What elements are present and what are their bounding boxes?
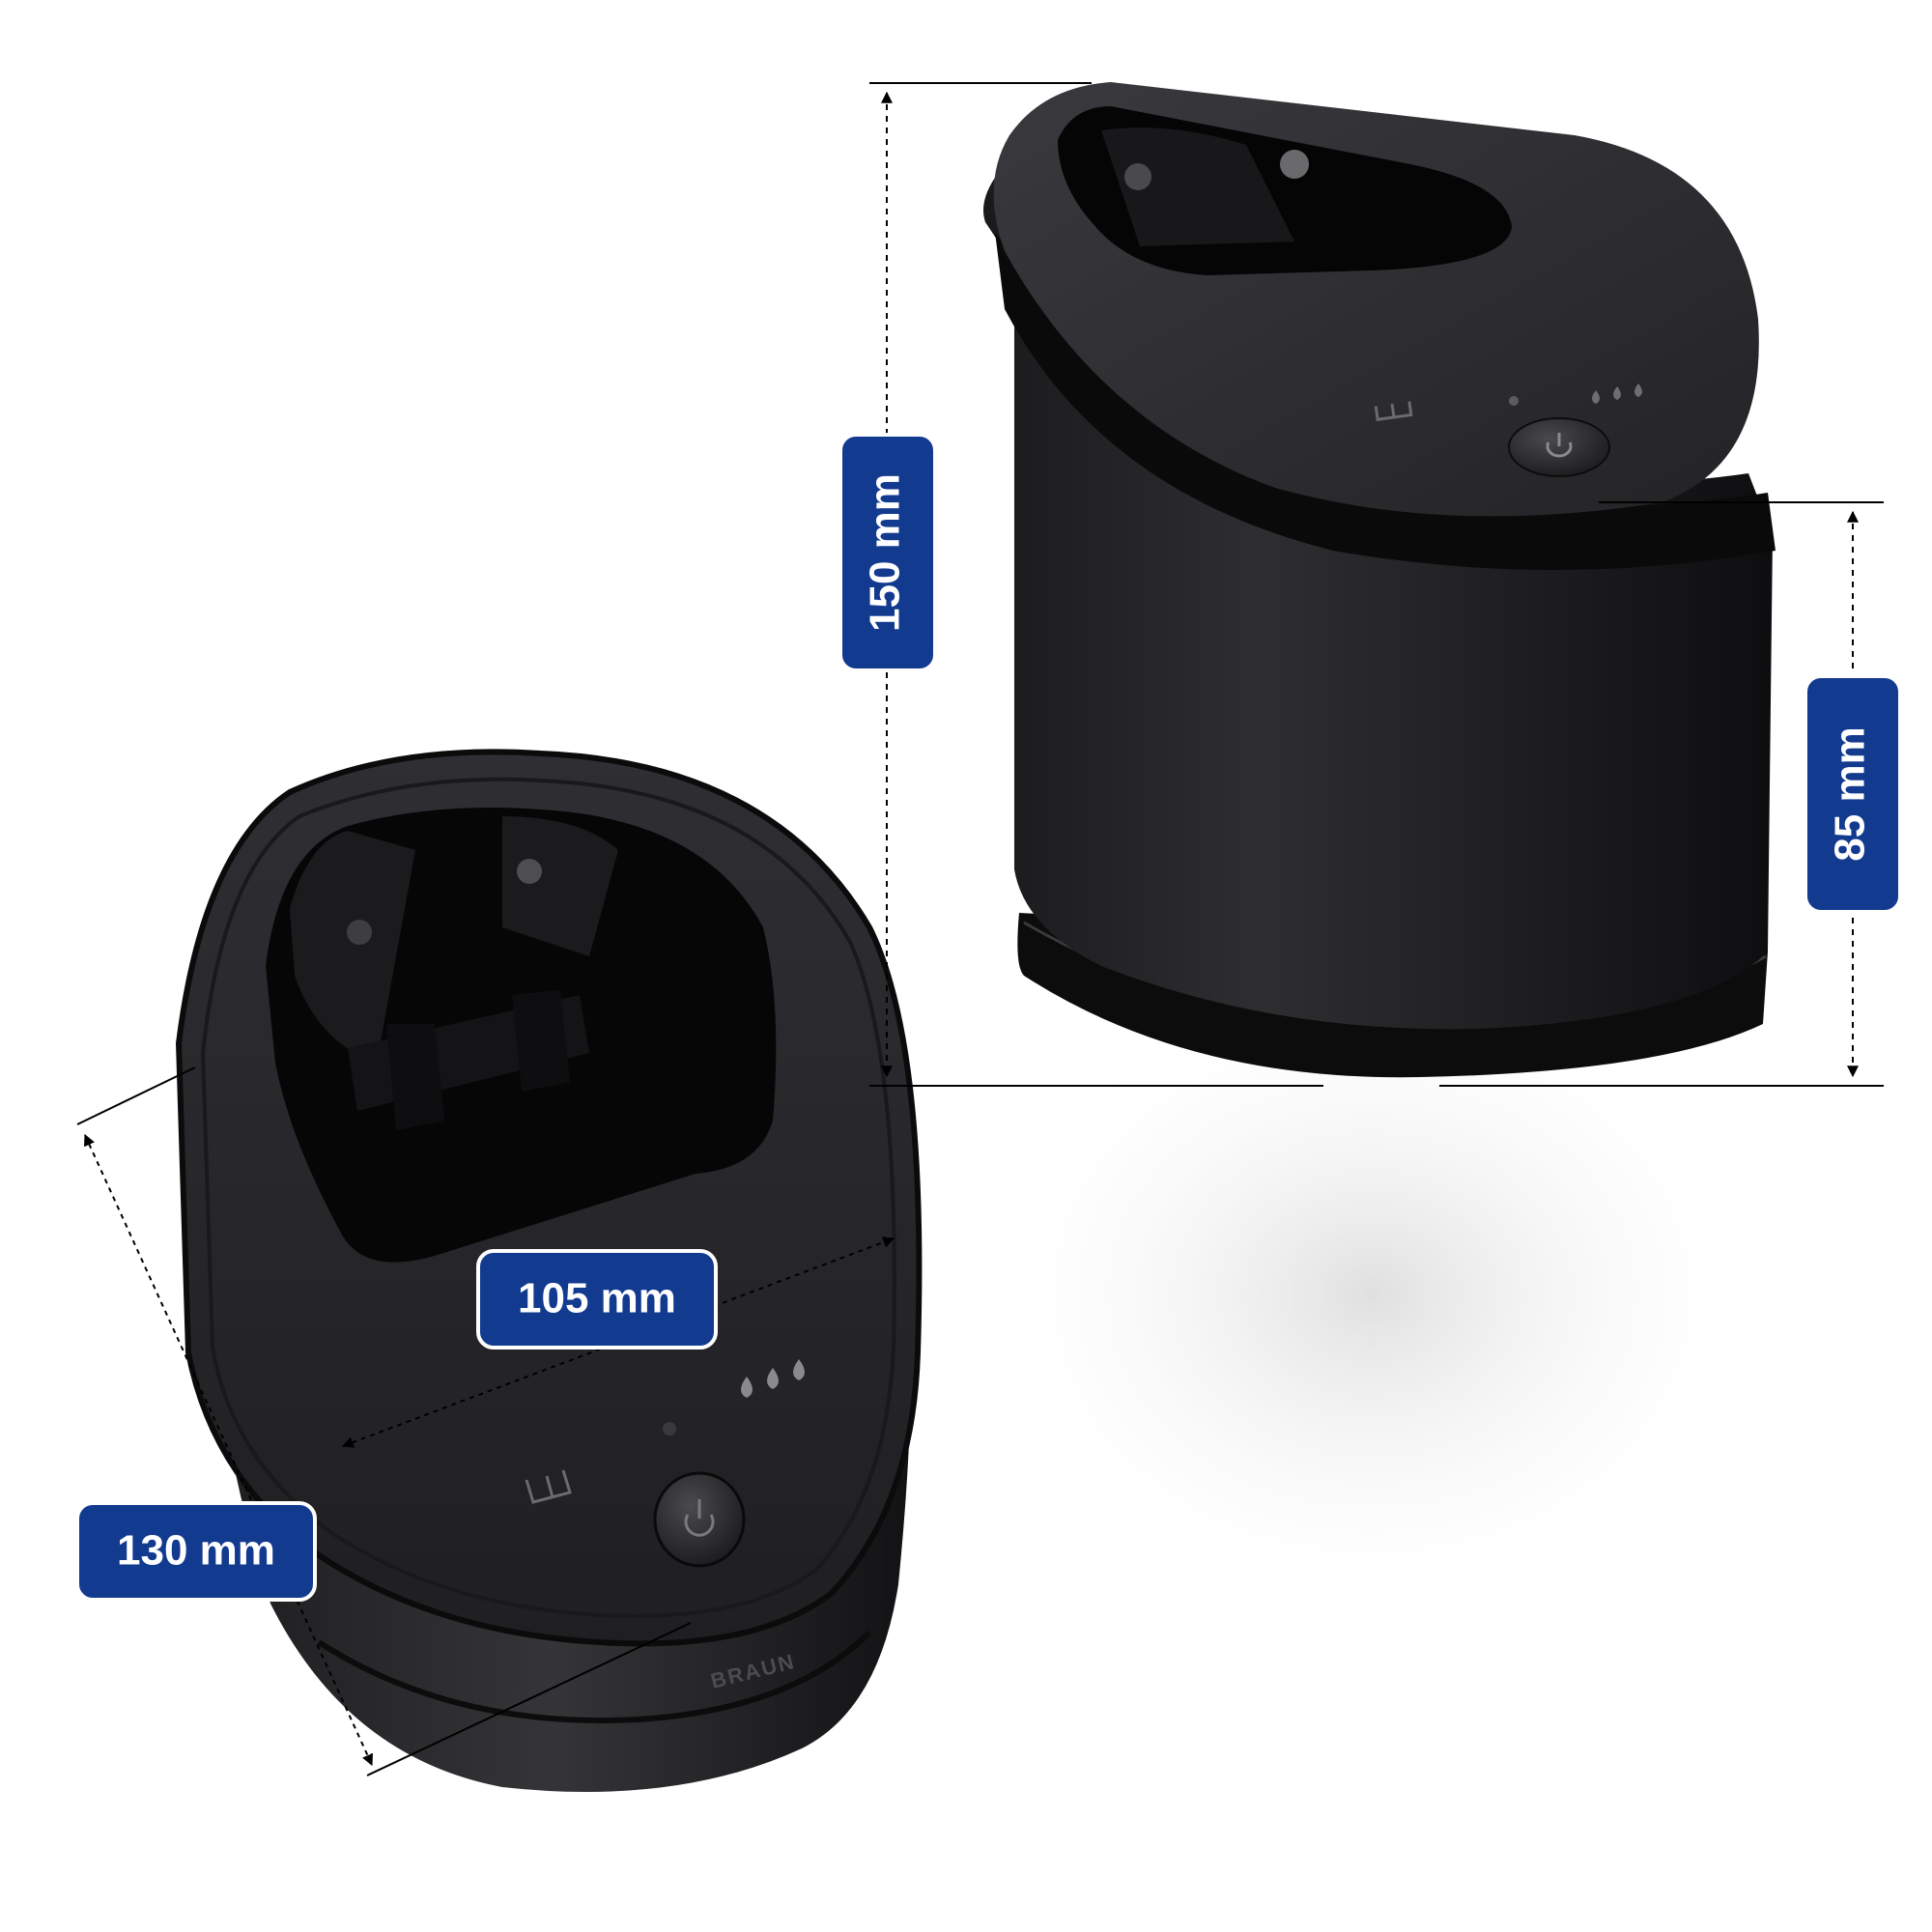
label-130mm-text: 130 mm — [117, 1527, 275, 1575]
label-105mm-text: 105 mm — [518, 1275, 676, 1322]
status-led-icon — [1509, 396, 1519, 406]
label-150mm: 150 mm — [838, 433, 937, 672]
device-side-view — [966, 82, 1777, 1623]
power-button[interactable] — [1508, 417, 1610, 477]
status-led-icon-front — [663, 1422, 676, 1435]
power-button-icon-front — [684, 1499, 715, 1537]
power-button-icon — [1546, 433, 1573, 458]
label-85mm: 85 mm — [1804, 674, 1902, 914]
label-105mm: 105 mm — [476, 1249, 718, 1350]
label-150mm-text: 150 mm — [862, 473, 909, 632]
power-button-front[interactable] — [653, 1471, 746, 1568]
label-85mm-text: 85 mm — [1827, 726, 1874, 861]
side-body — [983, 155, 1773, 1030]
floor-shadow — [966, 966, 1777, 1623]
water-drop-icon — [1592, 384, 1642, 404]
label-130mm: 130 mm — [75, 1501, 317, 1602]
tray-icon-front — [525, 1469, 572, 1504]
tray-icon — [1374, 401, 1413, 421]
collar-band — [995, 232, 1776, 570]
